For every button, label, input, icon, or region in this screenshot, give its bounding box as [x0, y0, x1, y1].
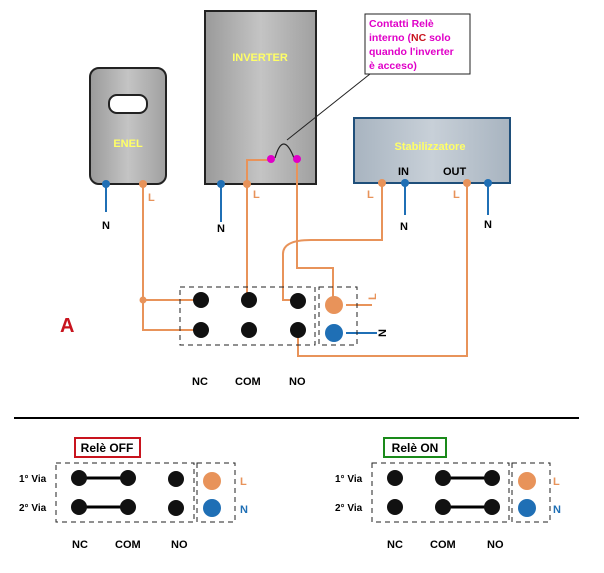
inverter-l-label: L	[253, 189, 260, 201]
relay-off-output-outline	[196, 462, 236, 523]
relay-off-contacts	[79, 476, 128, 509]
relay-off-title-box	[74, 437, 141, 458]
relay-off-com: COM	[115, 539, 141, 551]
relay-on-via1: 1° Via	[335, 474, 363, 485]
relay-on-nc: NC	[387, 539, 403, 551]
relay-off-n: N	[240, 504, 248, 516]
main-output-outline	[318, 286, 358, 346]
relay-off-title: Relè OFF	[81, 441, 134, 455]
enel-label: ENEL	[113, 138, 143, 150]
main-n-label: N	[377, 329, 389, 337]
stab-l-label: L	[367, 189, 374, 201]
enel-n-label: N	[102, 220, 110, 232]
relay-on-outline	[371, 462, 510, 523]
stab-out-l-label: L	[453, 189, 460, 201]
relay-on-n: N	[553, 504, 561, 516]
relay-on-via2: 2° Via	[335, 503, 363, 514]
relay-on-output-outline	[511, 462, 551, 523]
relay-on-title-box	[383, 437, 447, 458]
stab-out-n-label: N	[484, 219, 492, 231]
relay-off-nc: NC	[72, 539, 88, 551]
inverter-n-label: N	[217, 223, 225, 235]
stabilizzatore-box	[353, 117, 511, 184]
enel-l-label: L	[148, 192, 155, 204]
main-no-label: NO	[289, 376, 306, 388]
enel-display	[108, 94, 148, 114]
label-a: A	[60, 315, 74, 337]
neutral-stubs	[105, 183, 489, 334]
relay-on-title: Relè ON	[392, 441, 439, 455]
main-com-label: COM	[235, 376, 261, 388]
relay-off-terminals	[71, 470, 221, 517]
device-terminals	[102, 155, 492, 304]
relay-off-via2: 2° Via	[19, 503, 47, 514]
stab-n-label: N	[400, 221, 408, 233]
main-nc-label: NC	[192, 376, 208, 388]
inverter-relay-arc	[274, 143, 295, 159]
enel-meter	[89, 67, 167, 185]
relay-on-com: COM	[430, 539, 456, 551]
callout-pointer	[286, 73, 371, 141]
main-relay-terminals	[193, 292, 343, 342]
callout-text: Contatti Relè interno (NC solo quando l'…	[369, 18, 457, 72]
relay-off-outline	[55, 462, 195, 523]
callout-box	[364, 13, 471, 75]
relay-on-l: L	[553, 476, 560, 488]
inverter-label: INVERTER	[232, 52, 288, 64]
main-l-label: L	[367, 293, 379, 300]
stabilizzatore-label: Stabilizzatore	[395, 141, 466, 153]
stab-out-label: OUT	[443, 166, 467, 178]
relay-on-terminals	[387, 470, 536, 517]
relay-on-contacts	[443, 476, 492, 509]
main-relay-outline	[179, 286, 316, 346]
relay-off-l: L	[240, 476, 247, 488]
stab-in-label: IN	[398, 166, 409, 178]
relay-off-no: NO	[171, 539, 188, 551]
relay-off-via1: 1° Via	[19, 474, 47, 485]
relay-on-no: NO	[487, 539, 504, 551]
